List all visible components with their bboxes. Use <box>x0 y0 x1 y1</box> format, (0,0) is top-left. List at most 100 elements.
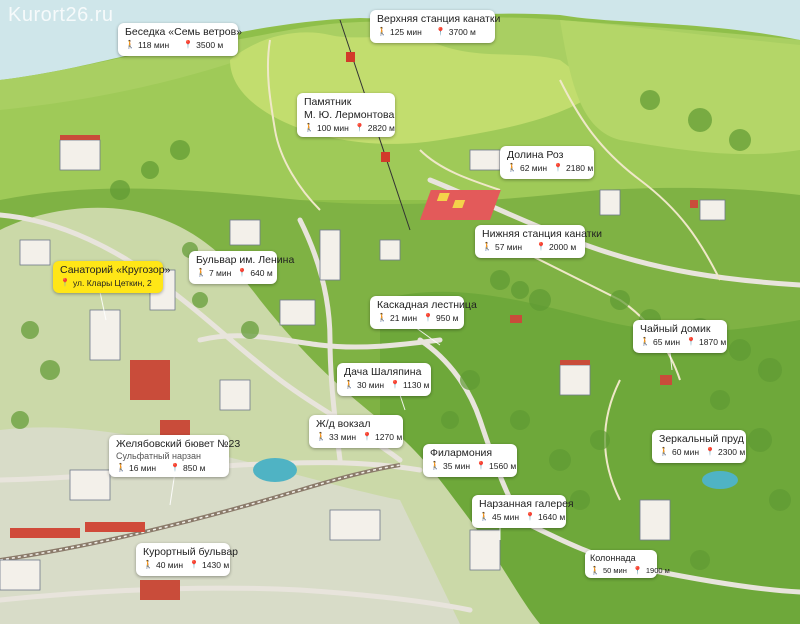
walking-person-icon: 🚶 <box>659 447 669 456</box>
walking-person-icon: 🚶 <box>377 313 387 322</box>
poi-resort-boulevard[interactable]: Курортный бульвар 🚶40 мин 📍1430 м <box>136 543 239 576</box>
walking-person-icon: 🚶 <box>507 163 517 172</box>
location-pin-icon: 📍 <box>189 560 200 569</box>
location-pin-icon: 📍 <box>536 242 547 251</box>
distance: 850 м <box>183 463 206 473</box>
walk-time: 45 мин <box>491 512 520 522</box>
poi-mirror-pond[interactable]: Зеркальный пруд 🚶60 мин📍2300 м <box>652 430 746 463</box>
poi-title: Беседка «Семь ветров» <box>125 26 243 38</box>
location-pin-icon: 📍 <box>686 337 697 346</box>
walk-time: 62 мин <box>519 163 548 173</box>
poi-title: Курортный бульвар <box>143 546 239 558</box>
poi-lermontov-monument[interactable]: Памятник М. Ю. Лермонтова 🚶100 мин 📍2820 … <box>297 93 395 137</box>
poi-title: Филармония <box>430 447 493 459</box>
location-pin-icon: 📍 <box>525 512 536 521</box>
location-pin-icon: 📍 <box>237 268 248 277</box>
distance: 1560 м <box>489 461 517 471</box>
location-pin-icon: 📍 <box>435 27 446 36</box>
walking-person-icon: 🚶 <box>344 380 354 389</box>
poi-lenin-boulevard[interactable]: Бульвар им. Ленина 🚶7 мин 📍640 м <box>189 251 295 284</box>
poi-title: Зеркальный пруд <box>659 433 744 445</box>
walking-person-icon: 🚶 <box>377 27 387 36</box>
walking-person-icon: 🚶 <box>430 461 440 470</box>
walking-person-icon: 🚶 <box>116 463 126 472</box>
poi-title: Санаторий «Кругозор» <box>60 264 171 276</box>
walk-time: 16 мин <box>128 463 157 473</box>
walk-time: 33 мин <box>328 432 357 442</box>
location-pin-icon: 📍 <box>476 461 487 470</box>
walk-time: 21 мин <box>389 313 418 323</box>
poi-title: Памятник <box>304 96 352 108</box>
address: ул. Клары Цеткин, 2 <box>72 278 152 288</box>
poi-title: Дача Шаляпина <box>344 366 422 378</box>
poi-upper-cable-station[interactable]: Верхняя станция канатки 🚶125 мин 📍3700 м <box>370 10 501 43</box>
walk-time: 50 мин <box>602 566 627 575</box>
walk-time: 100 мин <box>316 123 349 133</box>
walking-person-icon: 🚶 <box>479 512 489 521</box>
distance: 1430 м <box>202 560 230 570</box>
location-pin-icon: 📍 <box>553 163 564 172</box>
walk-time: 65 мин <box>652 337 681 347</box>
walking-person-icon: 🚶 <box>125 40 135 49</box>
distance: 640 м <box>250 268 273 278</box>
poi-narzan-gallery[interactable]: Нарзанная галерея 🚶45 мин 📍1640 м <box>472 495 574 528</box>
walking-person-icon: 🚶 <box>590 566 600 575</box>
walking-person-icon: 🚶 <box>640 337 650 346</box>
poi-cascade-stairs[interactable]: Каскадная лестница 🚶21 мин📍950 м <box>370 296 477 329</box>
poi-title: Ж/д вокзал <box>316 418 371 430</box>
poi-seven-winds[interactable]: Беседка «Семь ветров» 🚶118 мин 📍3500 м <box>118 23 243 56</box>
walk-time: 125 мин <box>389 27 422 37</box>
distance: 1270 м <box>375 432 403 442</box>
poi-colonnade[interactable]: Колоннада 🚶50 мин📍1900 м <box>585 550 670 578</box>
distance: 950 м <box>436 313 459 323</box>
poi-tea-house[interactable]: Чайный домик 🚶65 мин 📍1870 м <box>633 320 727 353</box>
distance: 3500 м <box>196 40 224 50</box>
poi-title: Нарзанная галерея <box>479 498 574 510</box>
distance: 1900 м <box>645 566 670 575</box>
poi-pump-room-23[interactable]: Желябовский бювет №23 Сульфатный нарзан … <box>109 435 241 477</box>
distance: 2300 м <box>718 447 746 457</box>
walking-person-icon: 🚶 <box>143 560 153 569</box>
distance: 3700 м <box>448 27 476 37</box>
poi-title: Бульвар им. Ленина <box>196 254 295 266</box>
distance: 1130 м <box>403 380 430 390</box>
walk-time: 118 мин <box>137 40 170 50</box>
walk-time: 40 мин <box>155 560 184 570</box>
poi-lower-cable-station[interactable]: Нижняя станция канатки 🚶57 мин📍2000 м <box>475 225 602 258</box>
distance: 2000 м <box>549 242 577 252</box>
walking-person-icon: 🚶 <box>304 123 314 132</box>
poi-shalyapin-dacha[interactable]: Дача Шаляпина 🚶30 мин 📍1130 м <box>337 363 431 396</box>
poi-title-line2: М. Ю. Лермонтова <box>304 109 395 121</box>
location-pin-icon: 📍 <box>390 380 401 389</box>
location-pin-icon: 📍 <box>354 123 365 132</box>
distance: 1870 м <box>699 337 727 347</box>
walk-time: 30 мин <box>356 380 385 390</box>
distance: 2820 м <box>367 123 395 133</box>
poi-title: Нижняя станция канатки <box>482 228 602 240</box>
poi-rose-valley[interactable]: Долина Роз 🚶62 мин📍2180 м <box>500 146 594 179</box>
walk-time: 35 мин <box>442 461 471 471</box>
poi-title: Верхняя станция канатки <box>377 13 501 25</box>
location-pin-icon: 📍 <box>60 278 70 287</box>
location-pin-icon: 📍 <box>705 447 716 456</box>
poi-title: Чайный домик <box>640 323 711 335</box>
poi-sanatorium-krugozor[interactable]: Санаторий «Кругозор» 📍ул. Клары Цеткин, … <box>53 261 171 293</box>
poi-title: Желябовский бювет №23 <box>116 438 241 450</box>
poi-philharmonic[interactable]: Филармония 🚶35 мин 📍1560 м <box>423 444 517 477</box>
location-pin-icon: 📍 <box>183 40 194 49</box>
walking-person-icon: 🚶 <box>196 268 206 277</box>
location-pin-icon: 📍 <box>170 463 181 472</box>
distance: 1640 м <box>538 512 566 522</box>
walking-person-icon: 🚶 <box>482 242 492 251</box>
poi-subtitle: Сульфатный нарзан <box>116 451 202 461</box>
watermark: Kurort26.ru <box>8 4 114 26</box>
location-pin-icon: 📍 <box>423 313 434 322</box>
walk-time: 7 мин <box>208 268 232 278</box>
poi-title: Колоннада <box>590 553 636 563</box>
poi-railway-station[interactable]: Ж/д вокзал 🚶33 мин 📍1270 м <box>309 415 403 448</box>
walking-person-icon: 🚶 <box>316 432 326 441</box>
poi-title: Долина Роз <box>507 149 564 161</box>
location-pin-icon: 📍 <box>362 432 373 441</box>
